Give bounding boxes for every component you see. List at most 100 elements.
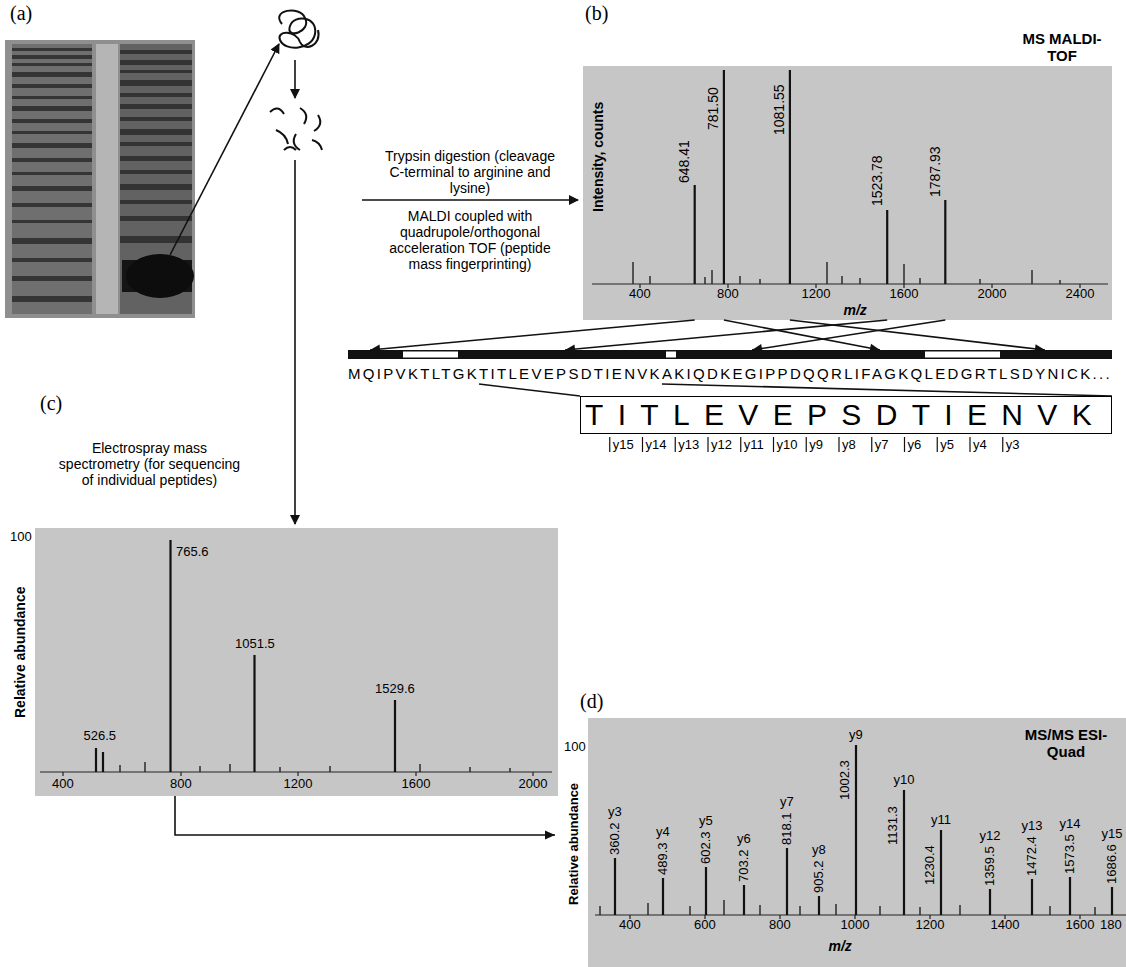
gel-image	[12, 55, 92, 59]
axis-tick: 400	[52, 777, 74, 792]
axis-title: m/z	[844, 302, 867, 318]
axis-tick: 800	[170, 777, 192, 792]
spectrum-panel: MS MALDI-TOF	[583, 28, 1112, 320]
peak-label: 818.1	[780, 812, 795, 845]
msms-spectrum	[600, 900, 1095, 915]
peak-label: 1359.5	[983, 846, 998, 886]
connector	[662, 384, 1112, 396]
esi-spectrum	[63, 772, 533, 776]
gel-image	[120, 80, 192, 86]
axis-title: m/z	[829, 938, 852, 954]
ion-label: y13	[678, 438, 699, 453]
connector	[175, 796, 555, 840]
panel-heading: MS/MS ESI-Quad	[1020, 726, 1112, 760]
ion-label: y14	[1060, 817, 1081, 832]
peptide-sequence: TITLEVEPSDTIENVK	[585, 398, 1106, 432]
axis-title: Intensity, counts	[590, 102, 606, 212]
ion-label: y10	[894, 773, 915, 788]
connector-line	[175, 796, 555, 835]
gel-image	[120, 117, 192, 121]
gel-image	[12, 119, 92, 123]
axis-tick: 1200	[916, 918, 945, 933]
connector	[724, 320, 880, 353]
arrow-head	[1035, 344, 1045, 353]
gel-image	[120, 156, 192, 161]
sequence-bar: MQIPVKTLTGKTITLEVEPSDTIENVKAKIQDKEGIPPDQ…	[348, 350, 1112, 384]
fragment-ticks	[610, 437, 1003, 452]
axis-tick: 1600	[1066, 918, 1095, 933]
sequence-text: MQIPVKTLTGKTITLEVEPSDTIENVKAKIQDKEGIPPDQ…	[348, 364, 1112, 384]
step-note: Trypsin digestion (cleavage C-terminal t…	[385, 148, 555, 196]
sequence-coverage-bar	[348, 350, 1112, 359]
connector	[752, 320, 945, 353]
peak-label: 1051.5	[235, 637, 275, 652]
axis-tick: 100	[10, 530, 32, 545]
protein-illustration	[279, 10, 318, 47]
msms-spectrum	[588, 718, 1126, 967]
peak-label: 1472.4	[1025, 836, 1040, 876]
ion-label: y7	[875, 438, 889, 453]
maldi-spectrum	[640, 284, 1080, 288]
peptide-fragments	[270, 108, 322, 150]
ion-label: y4	[656, 825, 670, 840]
msms-spectrum	[595, 914, 1126, 915]
axis-tick: 2000	[978, 287, 1007, 302]
gel-image	[12, 131, 92, 134]
gel-image	[12, 84, 92, 88]
maldi-spectrum	[633, 262, 1060, 284]
ion-label: y15	[1102, 827, 1123, 842]
ion-label: y12	[711, 438, 732, 453]
peak-label: 602.3	[699, 831, 714, 864]
sequence-coverage-bar	[348, 350, 1112, 359]
step-note: MALDI coupled with quadrupole/orthogonal…	[385, 208, 555, 272]
gel-image	[120, 129, 192, 135]
axis-tick: 1000	[841, 918, 870, 933]
peak-label: 1787.93	[927, 146, 943, 197]
gel-image	[12, 276, 92, 281]
connector	[479, 384, 580, 396]
peak-label: 703.2	[737, 849, 752, 882]
gel-image	[12, 296, 92, 302]
sequence-coverage-bar	[666, 352, 676, 358]
process-arrow	[362, 199, 578, 201]
gel-image	[12, 238, 92, 244]
sequence-coverage-bar	[403, 352, 458, 358]
axis-tick: 400	[629, 287, 651, 302]
arrow-head	[565, 345, 575, 354]
panel-heading: MS MALDI-TOF	[1016, 30, 1108, 64]
ion-label: y10	[777, 438, 798, 453]
esi-spectrum	[120, 762, 510, 772]
esi-spectrum	[35, 528, 558, 796]
axis-tick: 1200	[284, 777, 313, 792]
connector-line	[479, 384, 580, 396]
gel-image	[120, 170, 192, 174]
panel-letter: (d)	[580, 690, 603, 713]
esi-spectrum	[35, 528, 558, 796]
ion-label: y4	[973, 438, 987, 453]
ion-label: y3	[608, 805, 622, 820]
esi-spectrum	[40, 771, 552, 772]
gel-image	[120, 184, 192, 190]
axis-title: Relative abundance	[567, 783, 582, 905]
gel-image	[120, 216, 192, 221]
gel-image	[120, 70, 192, 73]
axis-tick: 800	[717, 287, 739, 302]
ion-label: y5	[699, 814, 713, 829]
axis-tick: 2400	[1066, 287, 1095, 302]
axis-tick: 100	[564, 740, 586, 755]
arrow-head	[869, 344, 880, 353]
peak-label: 765.6	[176, 545, 209, 560]
gel-image	[120, 200, 192, 204]
sequence-coverage-bar	[925, 352, 1000, 358]
peak-label: 1573.5	[1063, 834, 1078, 874]
ion-label: y3	[1006, 438, 1020, 453]
gel-image	[120, 50, 192, 54]
connector-line	[565, 320, 887, 350]
maldi-spectrum	[592, 283, 1108, 284]
process-arrow	[294, 60, 296, 98]
gel-image	[120, 142, 192, 146]
maldi-spectrum	[583, 66, 1112, 320]
gel-image	[12, 72, 92, 77]
ion-label: y14	[646, 438, 667, 453]
